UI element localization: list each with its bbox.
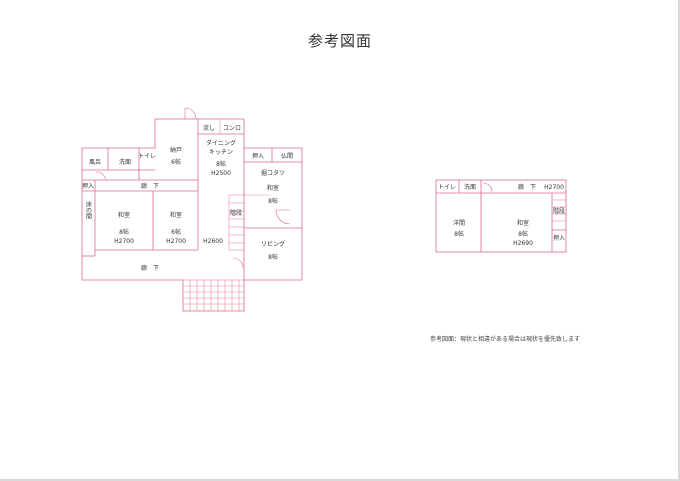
floor-plan-2f: トイレ 洗面 廊 下 H2700 洋間 8帖 和室 8帖 H2690 階段 押入 <box>435 179 567 253</box>
f2-kaidan-label: 階段 <box>553 207 565 215</box>
entrance-tile-grid <box>182 279 245 312</box>
f2-senmen-label: 洗面 <box>464 183 476 191</box>
plan-note: 参考図面：現状と相違がある場合は現状を優先致します <box>430 336 581 343</box>
rouka-bottom-label: 廊 下 <box>141 264 159 272</box>
senmen-label: 洗面 <box>119 158 131 166</box>
oshiire-left-label: 押入 <box>82 182 94 190</box>
nagashi-label: 流し <box>203 124 215 132</box>
floor1-outline <box>81 118 303 312</box>
furo-label: 風呂 <box>89 159 101 166</box>
f2-washitsu-size: 8帖 <box>518 230 528 238</box>
f2-oshiire-label: 押入 <box>553 234 565 242</box>
washitsu-left-size: 8帖 <box>119 228 129 236</box>
f2-rouka-label: 廊 下 <box>518 183 536 191</box>
living-size: 8帖 <box>268 253 278 261</box>
dk-size: 8帖 <box>216 160 226 168</box>
h2600-label: H2600 <box>203 238 223 245</box>
konro-label: コンロ <box>223 125 241 132</box>
toilet-label: トイレ <box>138 153 156 160</box>
f2-washitsu-label: 和室 <box>517 219 529 227</box>
oshiire-right-label: 押入 <box>252 152 264 160</box>
tokonoma-label: 床の間 <box>85 200 92 220</box>
floor2-outline <box>435 179 567 253</box>
kaidan-label: 階段 <box>230 209 242 217</box>
dk-height: H2500 <box>211 170 231 177</box>
washitsu-right-size: 8帖 <box>268 197 278 205</box>
washitsu-mid-label: 和室 <box>170 211 182 219</box>
dk-label-2: キッチン <box>209 149 233 156</box>
butsuma-label: 仏間 <box>281 153 293 160</box>
nando-size: 6帖 <box>171 158 181 166</box>
washitsu-mid-height: H2700 <box>166 238 186 245</box>
washitsu-left-height: H2700 <box>114 238 134 245</box>
horikotatsu-label: 掘コタツ <box>261 169 285 177</box>
nando-label: 納戸 <box>170 146 182 154</box>
rouka-top-label: 廊 下 <box>141 182 159 190</box>
dk-label-1: ダイニング <box>206 139 236 147</box>
f2-washitsu-height: H2690 <box>513 240 533 247</box>
washitsu-right-label: 和室 <box>267 184 279 192</box>
f2-toilet-label: トイレ <box>438 184 456 191</box>
living-label: リビング <box>261 240 285 248</box>
youma-label: 洋間 <box>453 219 465 227</box>
washitsu-left-label: 和室 <box>118 211 130 219</box>
floor-plan-1f: 風呂 洗面 トイレ 納戸 6帖 流し コンロ ダイニング キッチン 8帖 H25… <box>81 107 303 312</box>
washitsu-mid-size: 6帖 <box>171 228 181 236</box>
f2-rouka-height: H2700 <box>544 184 564 191</box>
page-title: 参考図面 <box>307 32 372 50</box>
youma-size: 8帖 <box>454 230 464 238</box>
